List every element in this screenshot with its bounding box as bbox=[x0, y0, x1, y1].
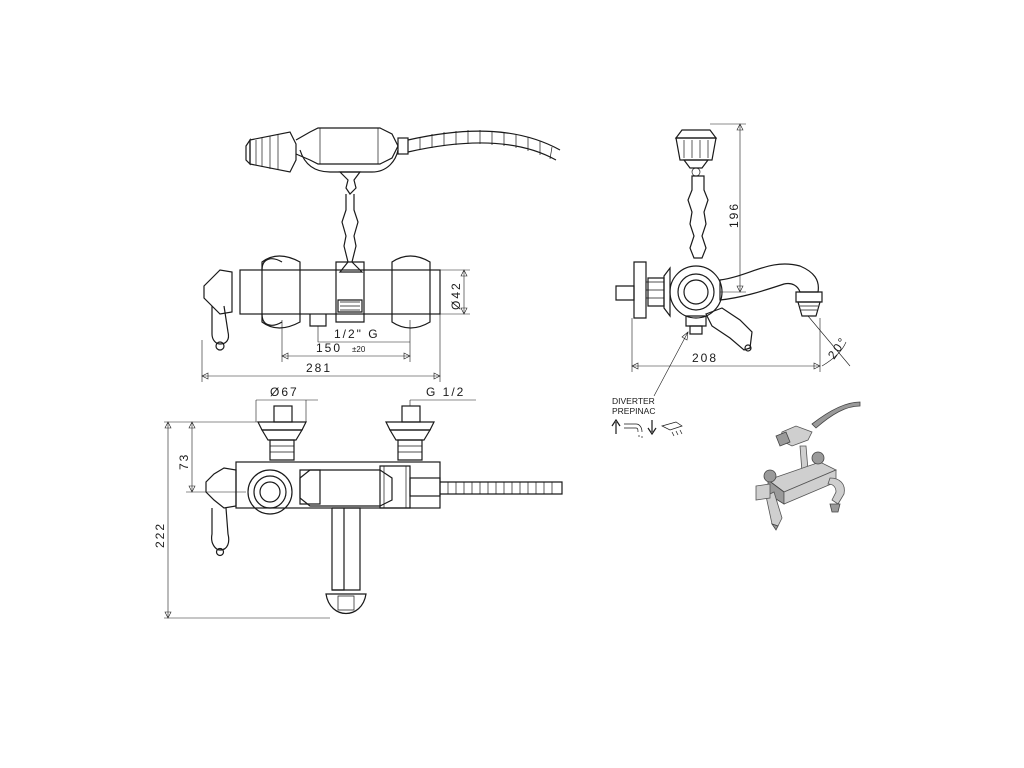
left-valve-head bbox=[257, 405, 307, 461]
dim-150: 150 bbox=[316, 341, 342, 355]
dim-281: 281 bbox=[306, 361, 332, 375]
bath-spout-front bbox=[325, 507, 367, 615]
lever-handle-top bbox=[203, 269, 233, 351]
right-valve-head bbox=[385, 405, 435, 461]
side-body bbox=[615, 261, 723, 319]
dim-196: 196 bbox=[727, 202, 741, 228]
dim-208: 208 bbox=[692, 351, 718, 365]
riser-stem bbox=[338, 171, 364, 273]
lever-handle-front bbox=[205, 467, 237, 557]
dim-half-g: 1/2" G bbox=[334, 327, 380, 341]
diverter-knob bbox=[685, 315, 707, 327]
diverter-label-en: DIVERTER bbox=[612, 396, 655, 406]
front-view: Ø67 G 1/2 73 222 bbox=[153, 385, 563, 619]
side-view: 196 208 20° bbox=[615, 123, 850, 397]
shower-icon bbox=[661, 421, 683, 431]
hand-shower-head bbox=[245, 131, 297, 173]
product-render bbox=[755, 401, 861, 531]
cradle bbox=[299, 149, 399, 173]
side-shower-head bbox=[674, 129, 718, 177]
inlet-stub bbox=[309, 314, 327, 327]
dim-d67: Ø67 bbox=[270, 385, 299, 399]
shower-hose bbox=[407, 130, 561, 161]
top-view: Ø42 1/2" G 150 ±20 281 bbox=[201, 127, 561, 382]
side-stem bbox=[687, 175, 709, 259]
dim-d42: Ø42 bbox=[449, 281, 463, 310]
diverter-label-sr: PREPINAC bbox=[612, 406, 655, 416]
side-spout bbox=[719, 263, 823, 317]
spout-icon bbox=[624, 423, 643, 433]
dim-angle-20: 20° bbox=[825, 334, 850, 362]
hand-shower-front bbox=[299, 469, 563, 507]
diverter-legend: DIVERTER PREPINAC bbox=[611, 396, 683, 438]
dim-g-half: G 1/2 bbox=[426, 385, 465, 399]
mixer-body-top bbox=[239, 255, 441, 329]
dim-150-tolerance: ±20 bbox=[352, 345, 366, 354]
dim-73: 73 bbox=[177, 453, 191, 470]
dim-222: 222 bbox=[153, 522, 167, 548]
side-lever bbox=[705, 307, 753, 352]
hand-shower-handle bbox=[295, 127, 409, 165]
